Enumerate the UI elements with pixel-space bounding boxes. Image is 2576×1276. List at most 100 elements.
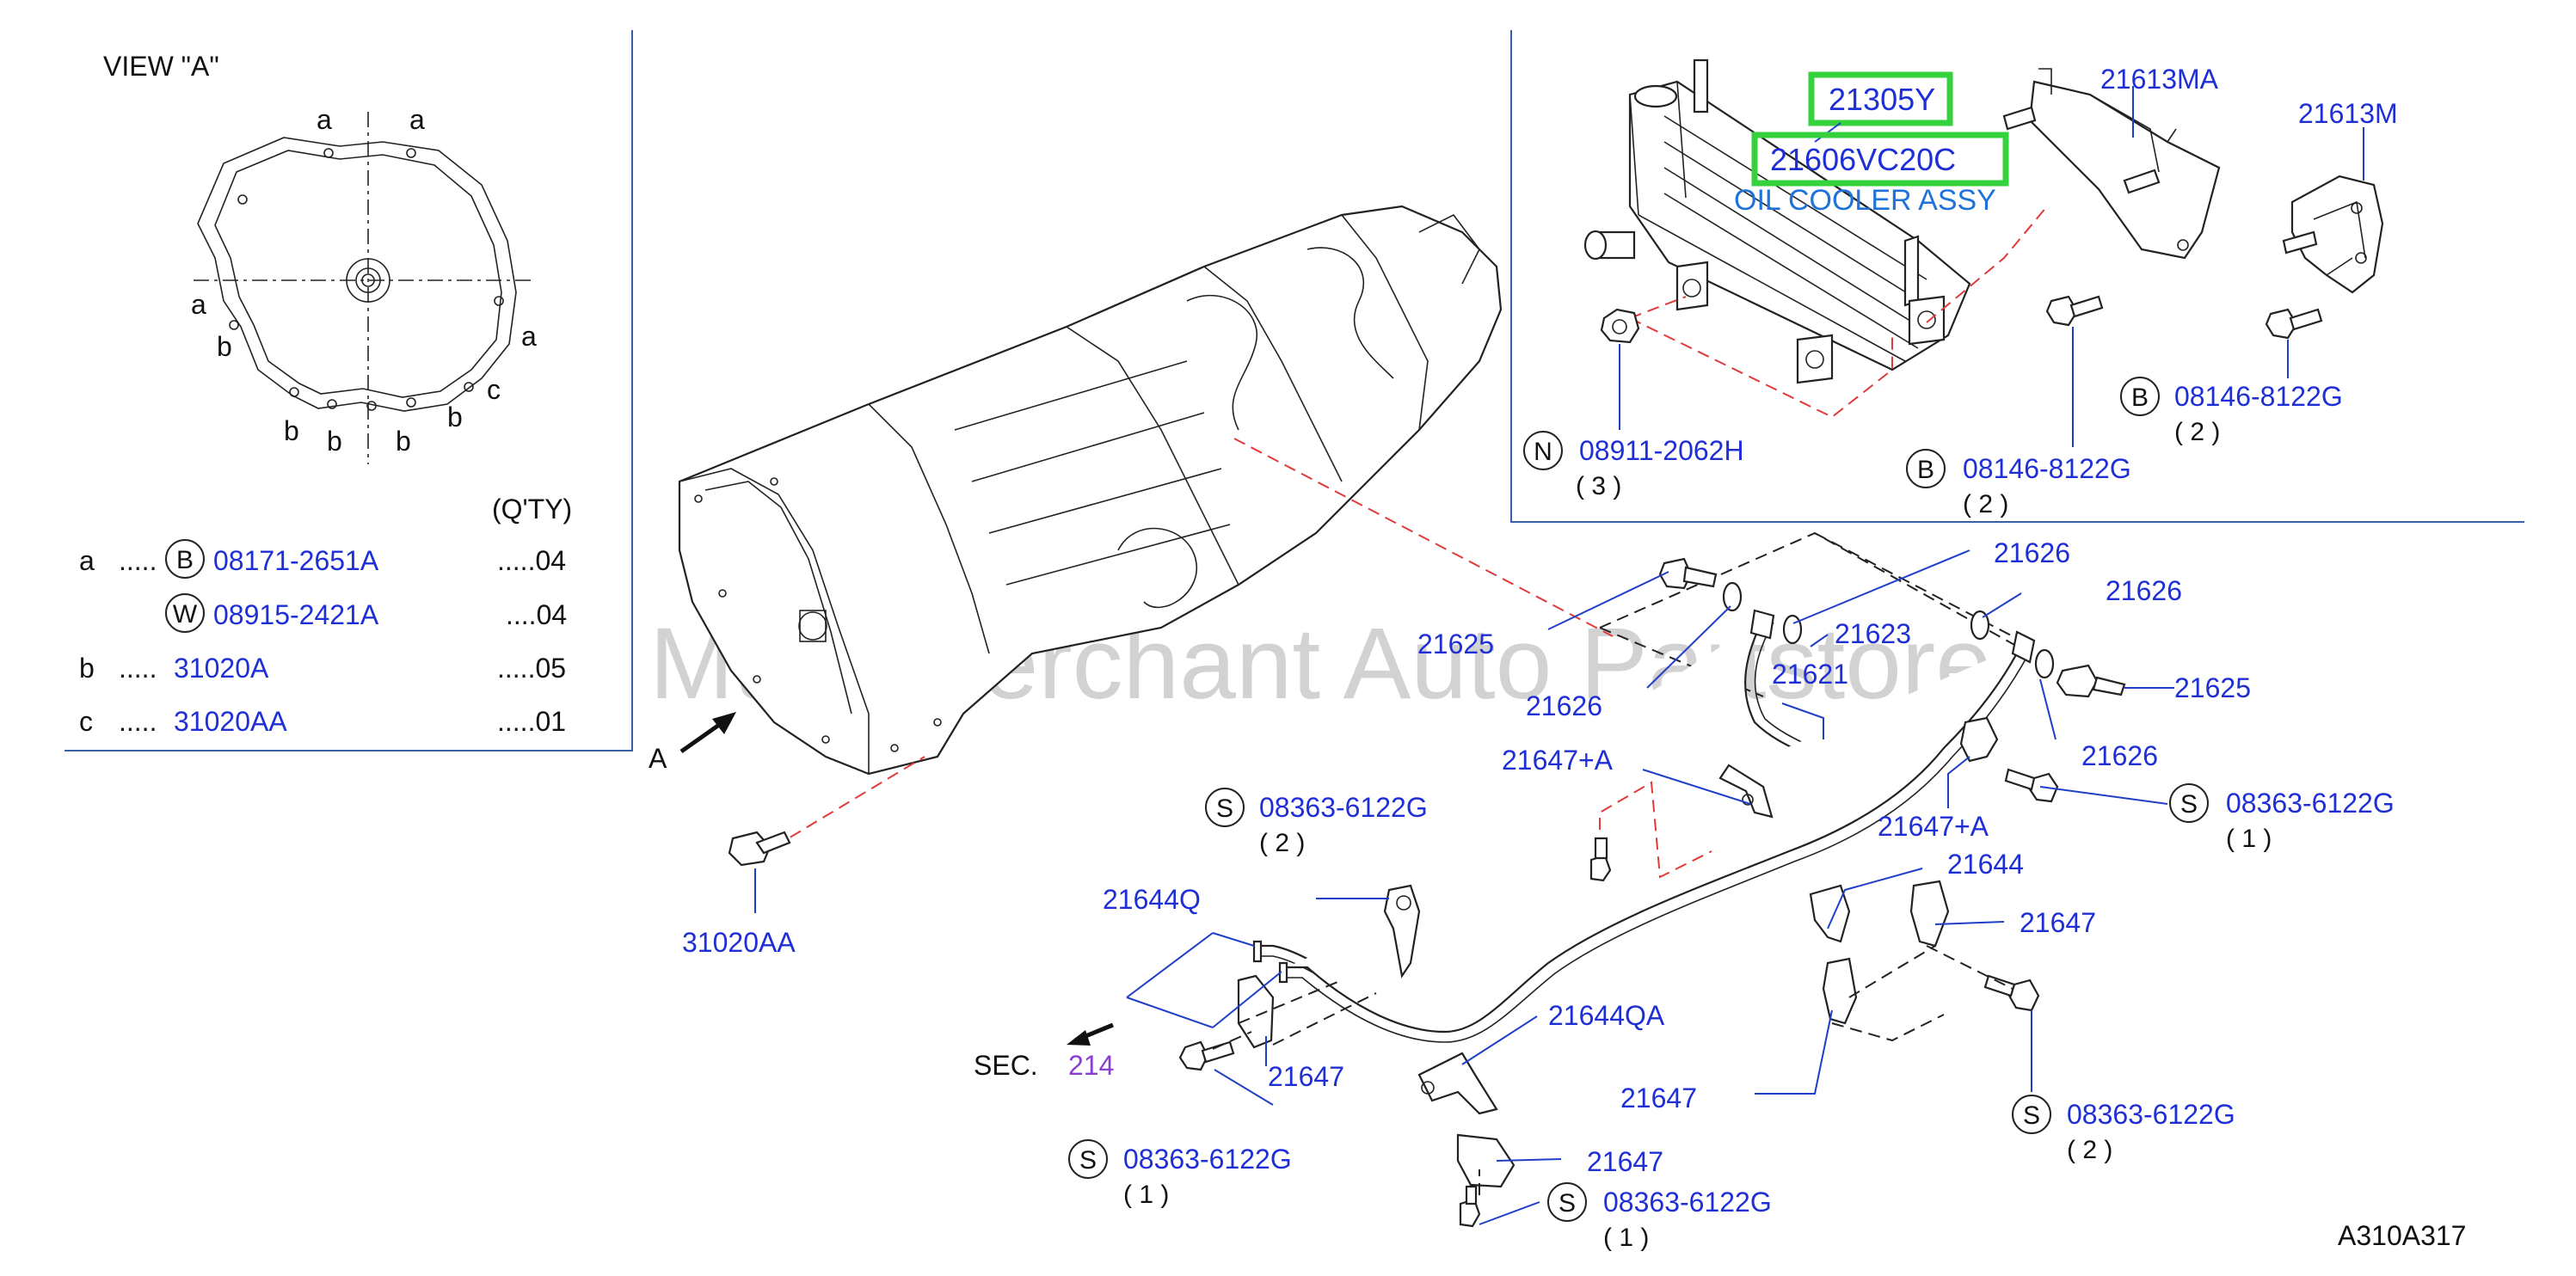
- view-a-letter-9: b: [447, 402, 463, 432]
- view-a-housing: VIEW "A": [103, 51, 533, 464]
- view-a-letter-3: a: [191, 289, 206, 320]
- nut-08911: [1600, 308, 1640, 344]
- banjo-bolt-left: [1658, 557, 1718, 590]
- clamp-21647-left: [1237, 974, 1275, 1049]
- label-08146-left[interactable]: 08146-8122G: [1963, 453, 2131, 484]
- label-21626-top[interactable]: 21626: [1994, 537, 2070, 568]
- s-center-qty: ( 2 ): [1259, 829, 1305, 857]
- label-21644qa[interactable]: 21644QA: [1548, 1000, 1665, 1031]
- row-c-dots: .....: [119, 706, 157, 737]
- label-21305y[interactable]: 21305Y: [1829, 82, 1935, 117]
- label-21625-right[interactable]: 21625: [2174, 672, 2251, 703]
- row-b-dots: .....: [119, 653, 157, 684]
- label-21626-right[interactable]: 21626: [2081, 740, 2158, 771]
- bolt-left-qty: ( 2 ): [1963, 490, 2008, 518]
- bolt-right-symbol: B: [2131, 383, 2149, 412]
- s-left-bottom-symbol: S: [1079, 1146, 1097, 1175]
- s-symbol-circle-right-top: [2169, 783, 2209, 823]
- label-21626-top-right[interactable]: 21626: [2106, 575, 2182, 606]
- row-b-part[interactable]: 31020A: [174, 653, 269, 684]
- label-08363-right-bottom[interactable]: 08363-6122G: [2067, 1099, 2235, 1130]
- row-b-qty: .....05: [497, 653, 566, 684]
- label-21647-left[interactable]: 21647: [1268, 1061, 1344, 1092]
- bolt-symbol-circle-right: [2120, 377, 2160, 416]
- nut-symbol: N: [1534, 438, 1552, 466]
- s-symbol-circle-right-bottom: [2012, 1095, 2051, 1134]
- view-a-letter-1: a: [317, 104, 332, 135]
- label-21647-bottom[interactable]: 21647: [1587, 1146, 1663, 1177]
- row-a-symbol: B: [176, 546, 194, 574]
- row-w-part[interactable]: 08915-2421A: [213, 599, 379, 630]
- bolt-s-right-top: [2004, 768, 2059, 803]
- bracket-21644q: [1383, 884, 1421, 978]
- banjo-bolt-right: [2056, 664, 2126, 698]
- bracket-21613ma: [2002, 68, 2221, 260]
- label-08363-left-bottom[interactable]: 08363-6122G: [1123, 1144, 1292, 1175]
- view-a-letter-5: b: [217, 331, 232, 362]
- label-31020aa[interactable]: 31020AA: [682, 927, 796, 958]
- row-b-key: b: [79, 653, 95, 684]
- label-21621[interactable]: 21621: [1772, 659, 1848, 690]
- label-21647a-right[interactable]: 21647+A: [1878, 811, 1989, 842]
- label-21644q[interactable]: 21644Q: [1103, 884, 1201, 915]
- label-21626-mid[interactable]: 21626: [1526, 690, 1602, 721]
- sec-ref-214[interactable]: 214: [1068, 1050, 1114, 1081]
- arrow-a-label: A: [649, 743, 667, 774]
- clamp-21647a-left: [1718, 764, 1774, 819]
- label-08363-right-top[interactable]: 08363-6122G: [2226, 788, 2395, 819]
- label-21613ma[interactable]: 21613MA: [2100, 64, 2219, 95]
- highlight-box-21305y: [1808, 71, 1953, 126]
- s-symbol-circle-mid-bottom: [1547, 1182, 1587, 1222]
- label-08146-right[interactable]: 08146-8122G: [2174, 381, 2343, 412]
- view-a-arrowhead: [712, 712, 736, 734]
- row-c-part[interactable]: 31020AA: [174, 706, 287, 737]
- row-a-dots: .....: [119, 545, 157, 576]
- inset-frame: [1510, 30, 2524, 523]
- qty-header: (Q'TY): [492, 494, 572, 525]
- label-21647-lower[interactable]: 21647: [1620, 1083, 1697, 1113]
- washer-21626-a: [1722, 581, 1743, 612]
- s-left-bottom-qty: ( 1 ): [1123, 1181, 1169, 1209]
- label-08911-2062h[interactable]: 08911-2062H: [1579, 435, 1744, 466]
- s-symbol-circle-center: [1205, 788, 1245, 827]
- label-21647a-left[interactable]: 21647+A: [1502, 745, 1614, 776]
- label-21647-right[interactable]: 21647: [2020, 907, 2096, 938]
- sec-arrowhead: [1067, 1030, 1091, 1046]
- s-mid-bottom-qty: ( 1 ): [1603, 1224, 1649, 1252]
- washer-21626-d: [2034, 648, 2055, 679]
- row-a-key: a: [79, 545, 95, 576]
- bolt-s-left-bottom: [1178, 1040, 1235, 1071]
- label-21623[interactable]: 21623: [1835, 618, 1911, 649]
- bolt-08146-right: [2265, 308, 2323, 340]
- label-21625-left[interactable]: 21625: [1417, 629, 1494, 659]
- washer-21626-b: [1782, 614, 1803, 645]
- view-a-letter-8: b: [396, 426, 411, 457]
- nut-symbol-circle: [1523, 431, 1563, 470]
- view-a-letter-4: a: [521, 321, 537, 352]
- bolt-symbol-circle: [165, 539, 205, 579]
- bracket-21644qa: [1417, 1052, 1498, 1115]
- view-a-letter-6: b: [284, 415, 299, 446]
- s-center-symbol: S: [1216, 794, 1233, 823]
- washer-symbol-circle: [165, 593, 205, 633]
- view-a-letter-2: a: [409, 104, 425, 135]
- label-08363-mid-bottom[interactable]: 08363-6122G: [1603, 1187, 1772, 1218]
- clamp-21647-right: [1909, 880, 1950, 948]
- row-w-symbol: W: [173, 600, 198, 629]
- bolt-08146-left: [2045, 295, 2104, 327]
- bolt-31020aa: [728, 831, 791, 867]
- bolt-s-right-bottom: [1983, 974, 2040, 1012]
- view-a-title: VIEW "A": [103, 51, 219, 82]
- s-mid-bottom-symbol: S: [1559, 1189, 1576, 1218]
- label-08363-center[interactable]: 08363-6122G: [1259, 792, 1428, 823]
- washer-21626-c: [1970, 610, 1990, 641]
- bolt-right-qty: ( 2 ): [2174, 418, 2220, 446]
- row-c-qty: .....01: [497, 706, 566, 737]
- label-21613m[interactable]: 21613M: [2298, 98, 2398, 129]
- label-21644[interactable]: 21644: [1947, 849, 2024, 880]
- clamp-21647-mid: [1822, 957, 1858, 1025]
- label-21606vc20c[interactable]: 21606VC20C: [1770, 142, 1956, 177]
- row-a-part[interactable]: 08171-2651A: [213, 545, 379, 576]
